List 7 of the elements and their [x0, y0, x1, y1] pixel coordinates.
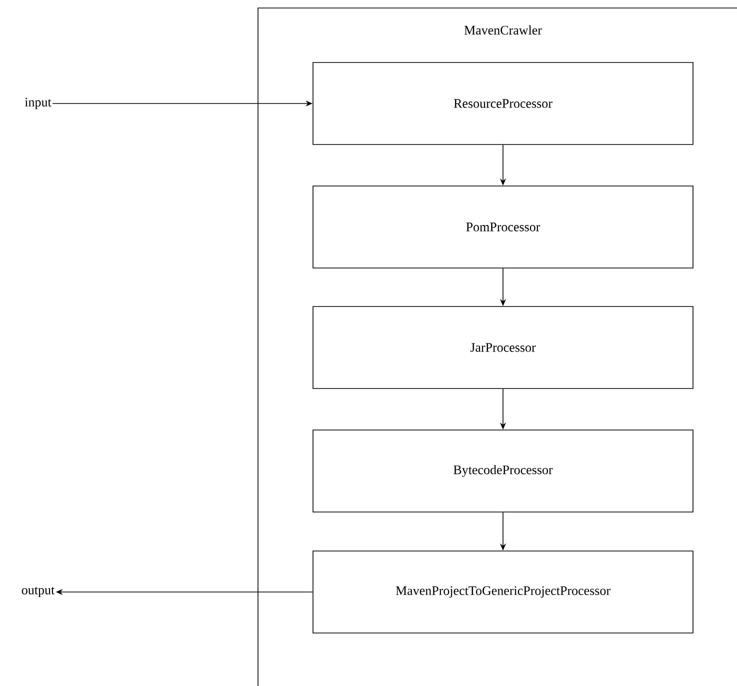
process-box: PomProcessor [312, 186, 694, 268]
process-box: JarProcessor [312, 306, 694, 389]
process-box: BytecodeProcessor [312, 430, 694, 512]
process-box: MavenProjectToGenericProjectProcessor [312, 550, 694, 634]
process-box: ResourceProcessor [312, 62, 694, 145]
io-label: input [24, 98, 52, 110]
io-label: output [22, 586, 55, 598]
